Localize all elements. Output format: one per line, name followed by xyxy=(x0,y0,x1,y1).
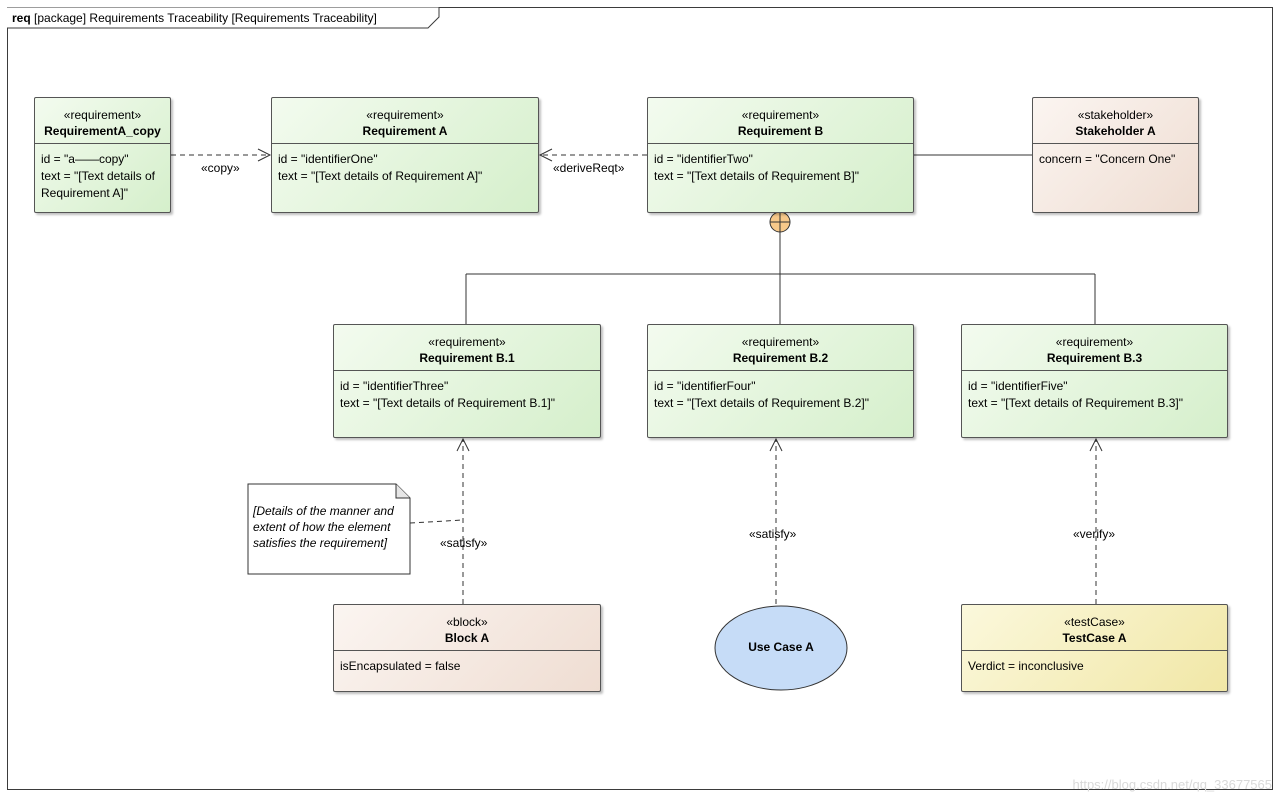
attribute-line: isEncapsulated = false xyxy=(340,659,461,673)
derive-label: «deriveReqt» xyxy=(553,161,625,175)
satisfy-arrowhead-2 xyxy=(769,437,783,452)
note-text: [Details of the manner and extent of how… xyxy=(253,503,405,551)
element-name: RequirementA_copy xyxy=(44,124,161,138)
element-header: «block» Block A xyxy=(334,605,600,651)
verify-arrowhead xyxy=(1089,437,1103,452)
element-header: «requirement» Requirement B.3 xyxy=(962,325,1227,371)
note-line: satisfies the requirement] xyxy=(253,536,388,550)
attribute-line: text = "[Text details of Requirement B]" xyxy=(654,169,859,183)
satisfy-label-1: «satisfy» xyxy=(440,536,488,550)
element-attributes: id = "identifierFive" text = "[Text deta… xyxy=(962,371,1227,412)
element-name: Requirement B.2 xyxy=(732,351,829,365)
satisfy-arrowhead-1 xyxy=(456,437,470,452)
stereotype-label: «requirement» xyxy=(741,335,820,349)
element-header: «requirement» Requirement B xyxy=(648,98,913,144)
derive-arrowhead xyxy=(538,148,553,162)
element-header: «requirement» Requirement B.2 xyxy=(648,325,913,371)
verify-label: «verify» xyxy=(1073,527,1116,541)
attribute-line: text = "[Text details of Requirement B.3… xyxy=(968,396,1183,410)
attribute-line: id = "identifierOne" xyxy=(278,152,378,166)
element-attributes: isEncapsulated = false xyxy=(334,651,600,675)
attribute-line: id = "identifierTwo" xyxy=(654,152,753,166)
element-header: «requirement» Requirement B.1 xyxy=(334,325,600,371)
attribute-line: id = "identifierFive" xyxy=(968,379,1068,393)
frame-title: req [package] Requirements Traceability … xyxy=(12,11,377,25)
diagram-frame xyxy=(7,7,1273,790)
element-attributes: concern = "Concern One" xyxy=(1033,144,1198,168)
element-attributes: id = "identifierOne" text = "[Text detai… xyxy=(272,144,538,185)
stereotype-label: «requirement» xyxy=(741,108,820,122)
element-attributes: id = "a——copy" text = "[Text details of … xyxy=(35,144,170,202)
element-name: Requirement B xyxy=(737,124,824,138)
frame-tab-shape xyxy=(7,7,440,29)
stereotype-label: «requirement» xyxy=(366,108,444,122)
element-name: Stakeholder A xyxy=(1075,124,1156,138)
requirement-a[interactable]: «requirement» Requirement A id = "identi… xyxy=(271,97,539,213)
stereotype-label: «testCase» xyxy=(1064,615,1125,629)
watermark: https://blog.csdn.net/qq_33677565 xyxy=(1072,777,1273,792)
requirement-b3[interactable]: «requirement» Requirement B.3 id = "iden… xyxy=(961,324,1228,438)
element-header: «testCase» TestCase A xyxy=(962,605,1227,651)
requirement-b1[interactable]: «requirement» Requirement B.1 id = "iden… xyxy=(333,324,601,438)
attribute-line: id = "a——copy" xyxy=(41,152,129,166)
requirement-b2[interactable]: «requirement» Requirement B.2 id = "iden… xyxy=(647,324,914,438)
note-line: extent of how the element xyxy=(253,520,391,534)
stereotype-label: «requirement» xyxy=(63,108,142,122)
attribute-line: concern = "Concern One" xyxy=(1039,152,1176,166)
element-name: Requirement B.3 xyxy=(1046,351,1143,365)
stereotype-label: «requirement» xyxy=(1055,335,1134,349)
stereotype-label: «requirement» xyxy=(428,335,506,349)
element-header: «requirement» RequirementA_copy xyxy=(35,98,170,144)
element-name: Requirement B.1 xyxy=(419,351,515,365)
element-attributes: id = "identifierFour" text = "[Text deta… xyxy=(648,371,913,412)
containment-icon xyxy=(769,211,791,233)
stakeholder-a[interactable]: «stakeholder» Stakeholder A concern = "C… xyxy=(1032,97,1199,213)
stereotype-label: «stakeholder» xyxy=(1077,108,1154,122)
attribute-line: id = "identifierThree" xyxy=(340,379,449,393)
requirement-b[interactable]: «requirement» Requirement B id = "identi… xyxy=(647,97,914,213)
attribute-line: text = "[Text details of Requirement A]" xyxy=(278,169,483,183)
testcase-a[interactable]: «testCase» TestCase A Verdict = inconclu… xyxy=(961,604,1228,692)
use-case-a-label: Use Case A xyxy=(748,640,814,654)
note-line: [Details of the manner and xyxy=(253,504,394,518)
copy-label: «copy» xyxy=(201,161,240,175)
element-name: Requirement A xyxy=(362,124,448,138)
attribute-line: text = "[Text details of Requirement B.1… xyxy=(340,396,555,410)
note-fold xyxy=(395,484,410,499)
element-attributes: Verdict = inconclusive xyxy=(962,651,1227,675)
element-header: «requirement» Requirement A xyxy=(272,98,538,144)
attribute-line: Verdict = inconclusive xyxy=(968,659,1084,673)
attribute-line: text = "[Text details of xyxy=(41,169,155,183)
element-name: Block A xyxy=(444,631,490,645)
frame-title-text: [package] Requirements Traceability [Req… xyxy=(34,11,377,25)
copy-arrowhead xyxy=(257,148,272,162)
note-shape[interactable] xyxy=(247,483,411,575)
satisfy-label-2: «satisfy» xyxy=(749,527,797,541)
element-name: TestCase A xyxy=(1062,631,1127,645)
attribute-line: Requirement A]" xyxy=(41,186,128,200)
use-case-a-shape[interactable] xyxy=(714,605,848,691)
element-attributes: id = "identifierTwo" text = "[Text detai… xyxy=(648,144,913,185)
requirement-a-copy[interactable]: «requirement» RequirementA_copy id = "a—… xyxy=(34,97,171,213)
block-a[interactable]: «block» Block A isEncapsulated = false xyxy=(333,604,601,692)
frame-kind: req xyxy=(12,11,31,25)
note-link xyxy=(409,519,464,524)
attribute-line: text = "[Text details of Requirement B.2… xyxy=(654,396,869,410)
element-header: «stakeholder» Stakeholder A xyxy=(1033,98,1198,144)
element-attributes: id = "identifierThree" text = "[Text det… xyxy=(334,371,600,412)
attribute-line: id = "identifierFour" xyxy=(654,379,756,393)
stereotype-label: «block» xyxy=(446,615,488,629)
